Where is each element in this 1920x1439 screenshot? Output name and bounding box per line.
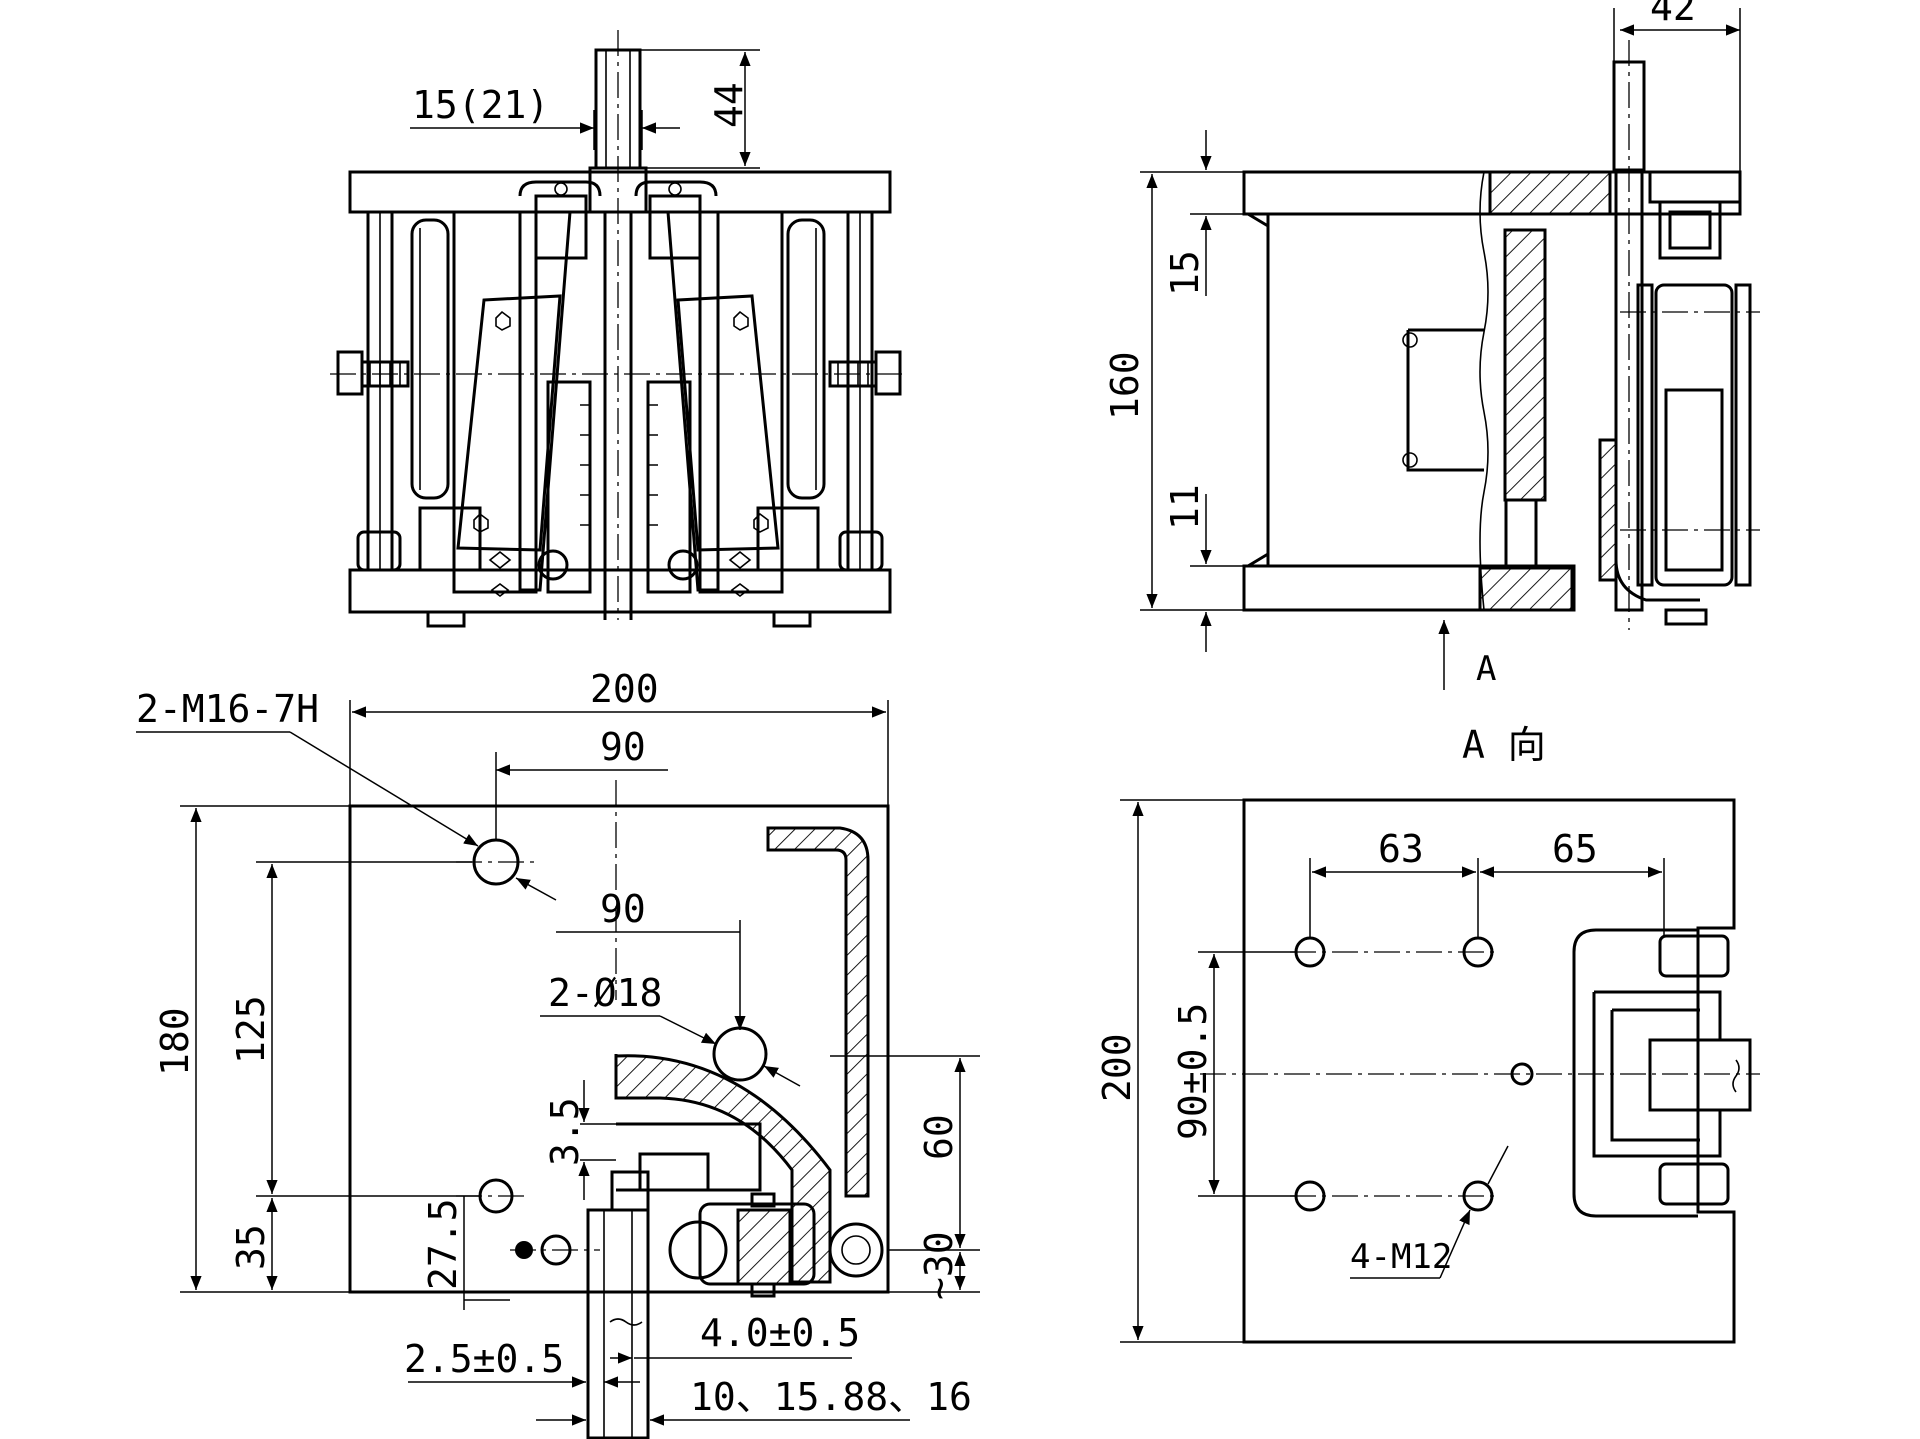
front-view: 44 15(21) — [330, 30, 906, 628]
view-title: A 向 — [1462, 723, 1546, 767]
dim-a-height: 200 — [1095, 1033, 1139, 1102]
dim-plan-bottom: 35 — [229, 1224, 273, 1270]
dim-plan-height: 180 — [153, 1007, 197, 1076]
dim-gap-label: 15(21) — [412, 83, 549, 127]
thread-note: 2-M16-7H — [136, 687, 319, 731]
dim-60: 60 — [917, 1114, 961, 1160]
dim-pin-spacing: 90 — [600, 887, 646, 931]
dim-side-top: 15 — [1163, 250, 1207, 296]
dim-side-width: 42 — [1650, 0, 1696, 29]
pin-note: 2-Ø18 — [548, 971, 662, 1015]
dim-27-5: 27.5 — [421, 1198, 465, 1290]
dim-gap-left: 2.5±0.5 — [404, 1337, 564, 1381]
dim-63: 63 — [1378, 827, 1424, 871]
dim-gap-right: 4.0±0.5 — [700, 1311, 860, 1355]
plan-view: 200 90 2-M16-7H 90 2-Ø18 180 125 35 3.5 … — [136, 667, 980, 1439]
dim-small: 3.5 — [543, 1097, 587, 1166]
a-direction-view: A 向 63 65 200 90±0.5 — [1095, 723, 1760, 1344]
rail-widths: 10、15.88、16 — [690, 1375, 972, 1419]
dim-side-bottom: 11 — [1163, 484, 1207, 530]
dim-rod-length: 44 — [707, 82, 751, 128]
dim-hole-height: 125 — [229, 995, 273, 1064]
dim-plan-width: 200 — [590, 667, 659, 711]
dim-65: 65 — [1552, 827, 1598, 871]
dim-side-height: 160 — [1103, 351, 1147, 420]
side-view: 42 160 15 11 A — [1103, 0, 1760, 690]
dim-hole-spacing: 90 — [600, 725, 646, 769]
hole-note: 4-M12 — [1350, 1237, 1452, 1277]
view-arrow-label: A — [1476, 649, 1496, 689]
dim-30: ~30 — [917, 1231, 961, 1300]
dim-spacing: 90±0.5 — [1171, 1003, 1215, 1140]
